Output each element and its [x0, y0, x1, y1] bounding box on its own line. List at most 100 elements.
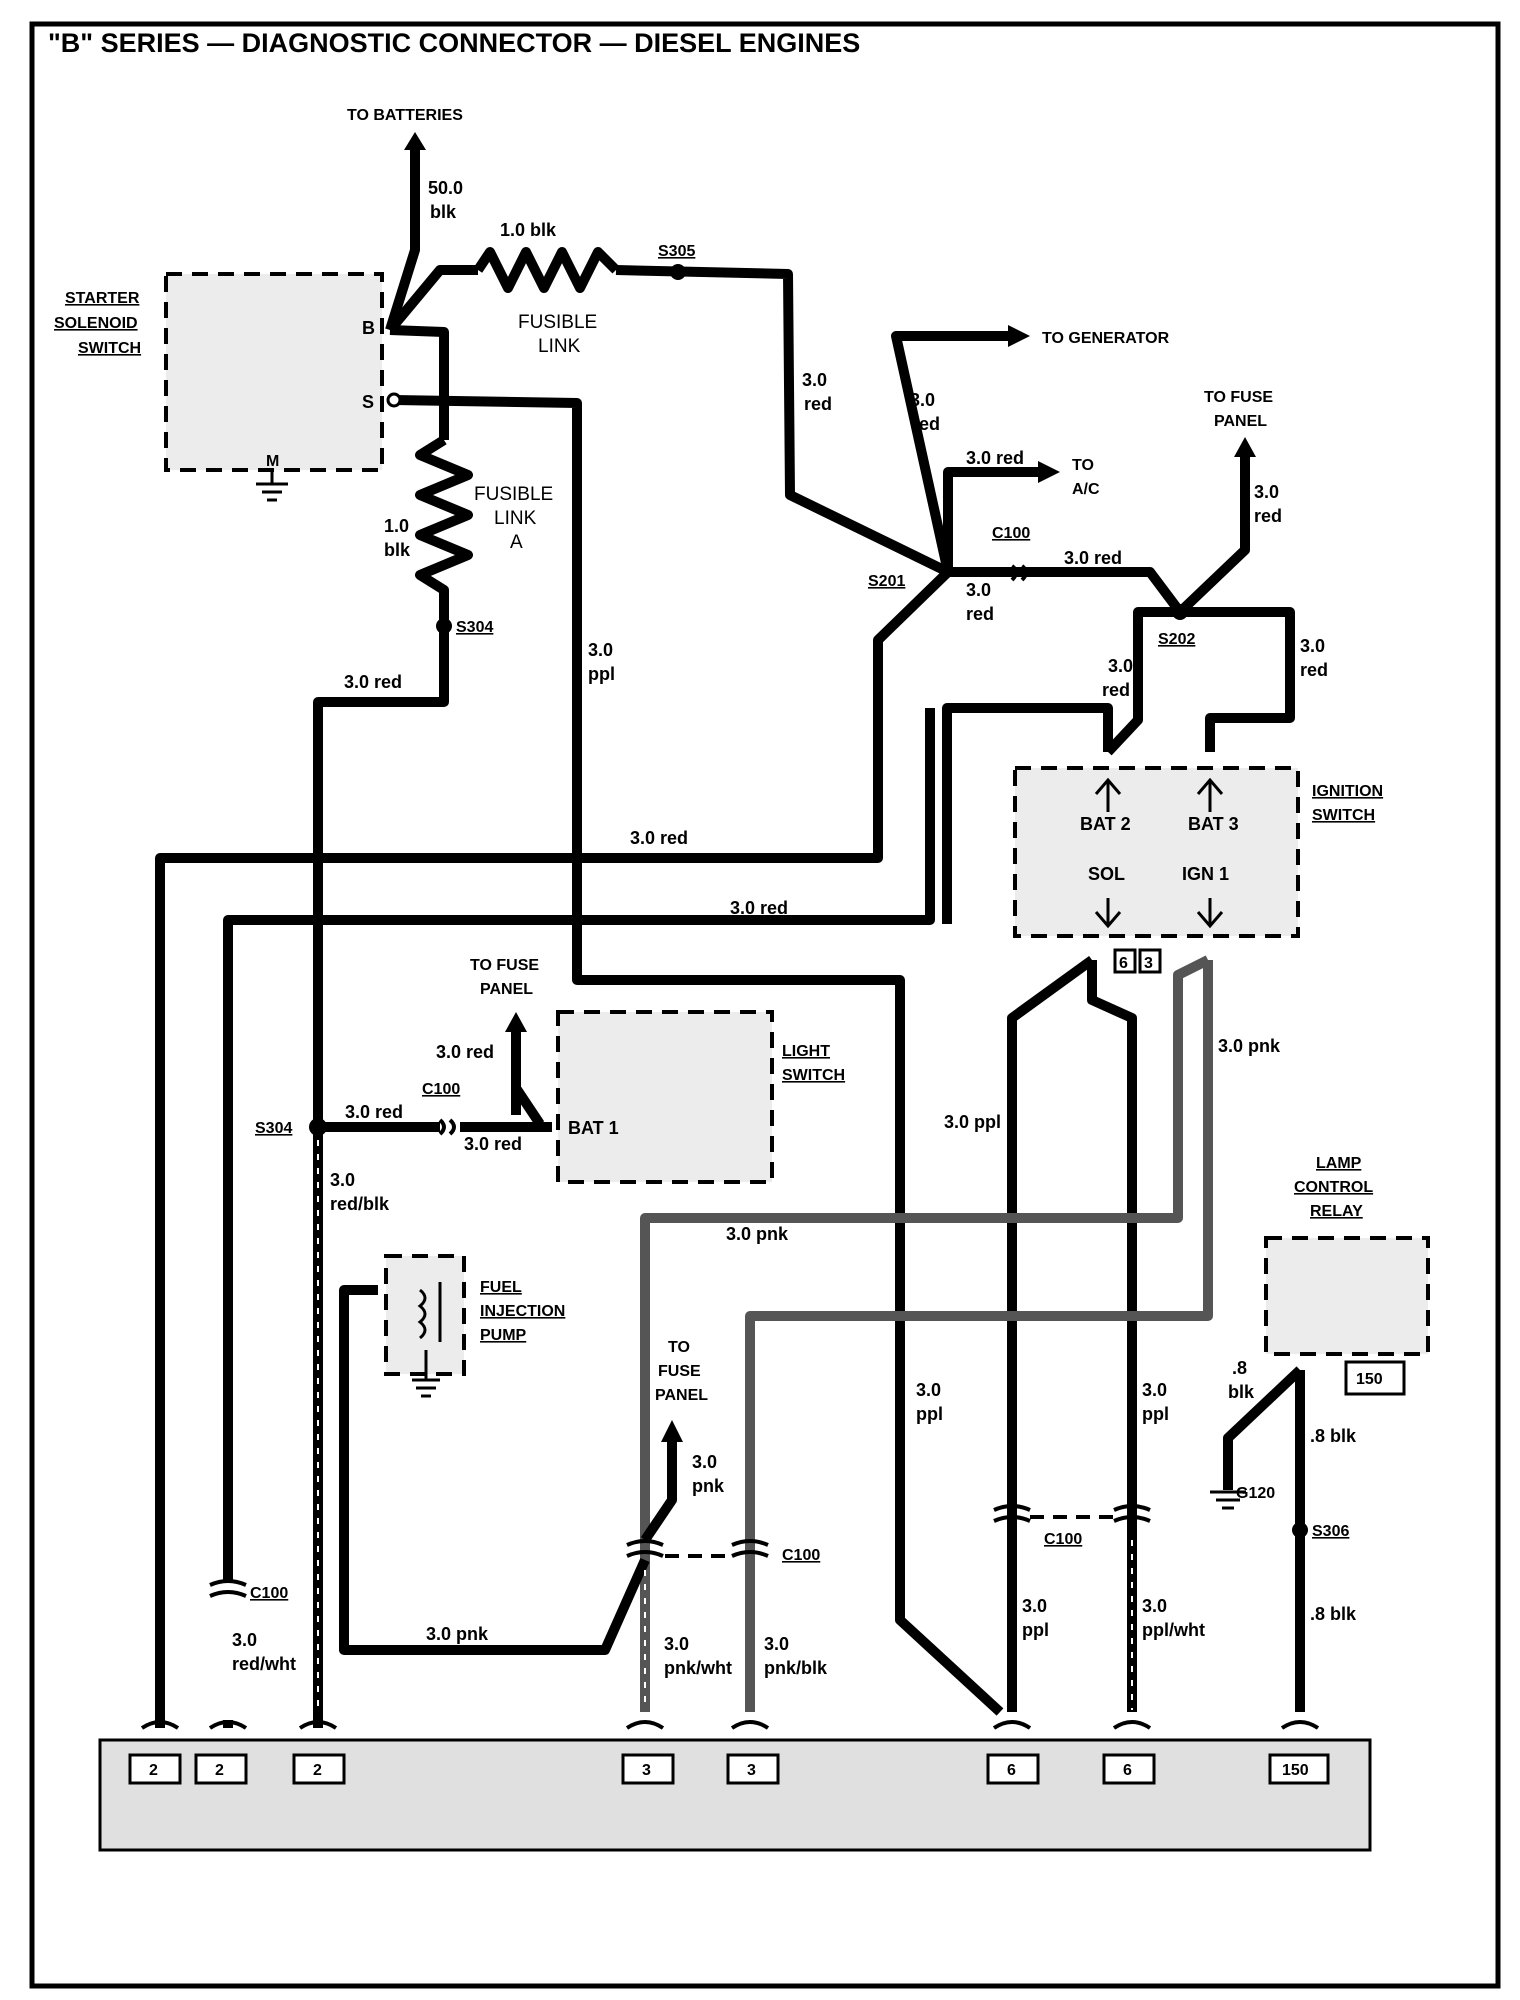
starter-term-m: M: [266, 453, 279, 470]
light-switch: [556, 1010, 774, 1184]
wire-30redwht-2: red/wht: [232, 1654, 296, 1674]
wire-30pnk-c: 3.0 pnk: [426, 1624, 489, 1644]
wire-30red-c2: red: [966, 604, 994, 624]
wire-50blk-2: blk: [430, 202, 457, 222]
splice-s304-mid-label: S304: [255, 1120, 292, 1137]
ignition-pin-6: 6: [1119, 955, 1128, 972]
diag-pin-3: 2: [313, 1762, 322, 1779]
wire-30pnkblk-1: 3.0: [764, 1634, 789, 1654]
label-to-fuse-panel-top-2: PANEL: [1214, 413, 1267, 430]
label-to-generator: TO GENERATOR: [1042, 330, 1170, 347]
arrow-to-ac: [1038, 461, 1060, 483]
splice-g120-label: G120: [1236, 1485, 1275, 1502]
terminal-s: [386, 392, 402, 408]
wire-relay-to-g120: [1223, 1366, 1304, 1490]
ignition-pin-6-box: [1113, 948, 1137, 974]
ignition-pin-3-box: [1138, 948, 1162, 974]
wire-30redblk-2: red/blk: [330, 1194, 390, 1214]
wire-to-fuse-panel-top: [1176, 455, 1250, 616]
label-to-fuse-panel-bottom-1: TO: [668, 1339, 690, 1356]
ignition-bat2: BAT 2: [1080, 814, 1131, 834]
wire-to-ac: [943, 467, 1040, 572]
wire-30pnkwht-1: 3.0: [664, 1634, 689, 1654]
page-border: [29, 21, 1501, 1989]
wire-30pnkblk-2: pnk/blk: [764, 1658, 828, 1678]
diagram-title: "B" SERIES — DIAGNOSTIC CONNECTOR — DIES…: [48, 28, 860, 58]
wire-to-fuse-panel-light: [511, 1083, 545, 1127]
light-switch-bat1: BAT 1: [568, 1118, 619, 1138]
wire-30pnkwht-2: pnk/wht: [664, 1658, 732, 1678]
splice-s304-top-label: S304: [456, 619, 493, 636]
ignition-bat3: BAT 3: [1188, 814, 1239, 834]
light-switch-label-1: LIGHT: [782, 1043, 830, 1060]
wire-30red-e1: 3.0: [1108, 656, 1133, 676]
splice-s306-label: S306: [1312, 1523, 1349, 1540]
starter-label-3: SWITCH: [78, 340, 141, 357]
fusible-link-a-label-1: FUSIBLE: [474, 484, 553, 505]
starter-term-s: S: [362, 392, 374, 412]
c100-label-left: C100: [250, 1585, 288, 1602]
splice-s305-label: S305: [658, 243, 695, 260]
wire-30red-c100: 3.0 red: [1064, 548, 1122, 568]
c100-label-light: C100: [422, 1081, 460, 1098]
wire-30redblk-1: 3.0: [330, 1170, 355, 1190]
wire-30pnk-a: 3.0 pnk: [1218, 1036, 1281, 1056]
wire-30red-a1: 3.0: [802, 370, 827, 390]
wire-30-red-mid: [223, 708, 935, 1580]
starter-solenoid-switch: [164, 272, 384, 472]
c100-label-mid: C100: [782, 1547, 820, 1564]
splice-s202-label: S202: [1158, 631, 1195, 648]
wire-ign1-pnk-a: [640, 955, 1211, 1712]
label-to-batteries: TO BATTERIES: [347, 107, 463, 124]
relay-label-3: RELAY: [1310, 1203, 1363, 1220]
ignition-switch: [1013, 766, 1300, 938]
ignition-pin-3: 3: [1144, 955, 1153, 972]
wire-s201-to-s202: [948, 567, 1184, 615]
relay-label-2: CONTROL: [1294, 1179, 1373, 1196]
diag-pin-8: 150: [1282, 1762, 1309, 1779]
splice-s305: [670, 264, 686, 280]
fusible-link-wire: 1.0 blk: [500, 220, 557, 240]
wire-s305-to-s201: [615, 265, 951, 577]
starter-label-2: SOLENOID: [54, 315, 138, 332]
starter-term-b: B: [362, 318, 375, 338]
wire-30red-d1: 3.0: [1254, 482, 1279, 502]
coil-symbol: [412, 1282, 442, 1398]
wire-sol-ppl: [1007, 955, 1095, 1712]
wire-to-generator: [891, 331, 1010, 574]
fuel-pump-label-2: INJECTION: [480, 1303, 565, 1320]
ignition-arrows: [1094, 777, 1224, 929]
wire-30pnk-d1: 3.0: [692, 1452, 717, 1472]
wire-30ppl-a1: 3.0: [588, 640, 613, 660]
fuel-pump-label-3: PUMP: [480, 1327, 527, 1344]
wire-to-bat2: [1104, 607, 1180, 756]
arrow-to-generator: [1008, 325, 1030, 347]
relay-pin-box: [1344, 1360, 1406, 1396]
wire-to-fusible-link-a: [389, 325, 449, 440]
wire-8blk-b: .8 blk: [1310, 1426, 1357, 1446]
wire-30-ppl-main: [393, 395, 1004, 1716]
label-to-fuse-panel-top-1: TO FUSE: [1204, 389, 1273, 406]
wire-30ppl-d2: ppl: [1142, 1404, 1169, 1424]
wire-30ppl-e1: 3.0: [1022, 1596, 1047, 1616]
wire-ign1-pnk-b: [745, 960, 1213, 1712]
diagnostic-pin-boxes: [128, 1753, 1330, 1785]
wire-8blk-a1: .8: [1232, 1358, 1247, 1378]
wire-30red-l: 3.0 red: [464, 1134, 522, 1154]
ignition-ign1: IGN 1: [1182, 864, 1229, 884]
label-to-fuse-panel-light-2: PANEL: [480, 981, 533, 998]
ignition-label-1: IGNITION: [1312, 783, 1383, 800]
wire-30pplwht-1: 3.0: [1142, 1596, 1167, 1616]
wire-30red-ac: 3.0 red: [966, 448, 1024, 468]
wire-sol-ppl-wht: [1087, 960, 1137, 1712]
light-switch-label-2: SWITCH: [782, 1067, 845, 1084]
wire-8blk-c: .8 blk: [1310, 1604, 1357, 1624]
label-to-ac-1: TO: [1072, 457, 1094, 474]
diag-pin-7: 6: [1123, 1762, 1132, 1779]
fusible-link-a-zigzag: [415, 435, 473, 626]
wire-30red-f2: red: [1300, 660, 1328, 680]
wire-30red-h: 3.0 red: [630, 828, 688, 848]
fusible-link-a-label-2: LINK: [494, 508, 537, 529]
wire-30red-a2: red: [804, 394, 832, 414]
